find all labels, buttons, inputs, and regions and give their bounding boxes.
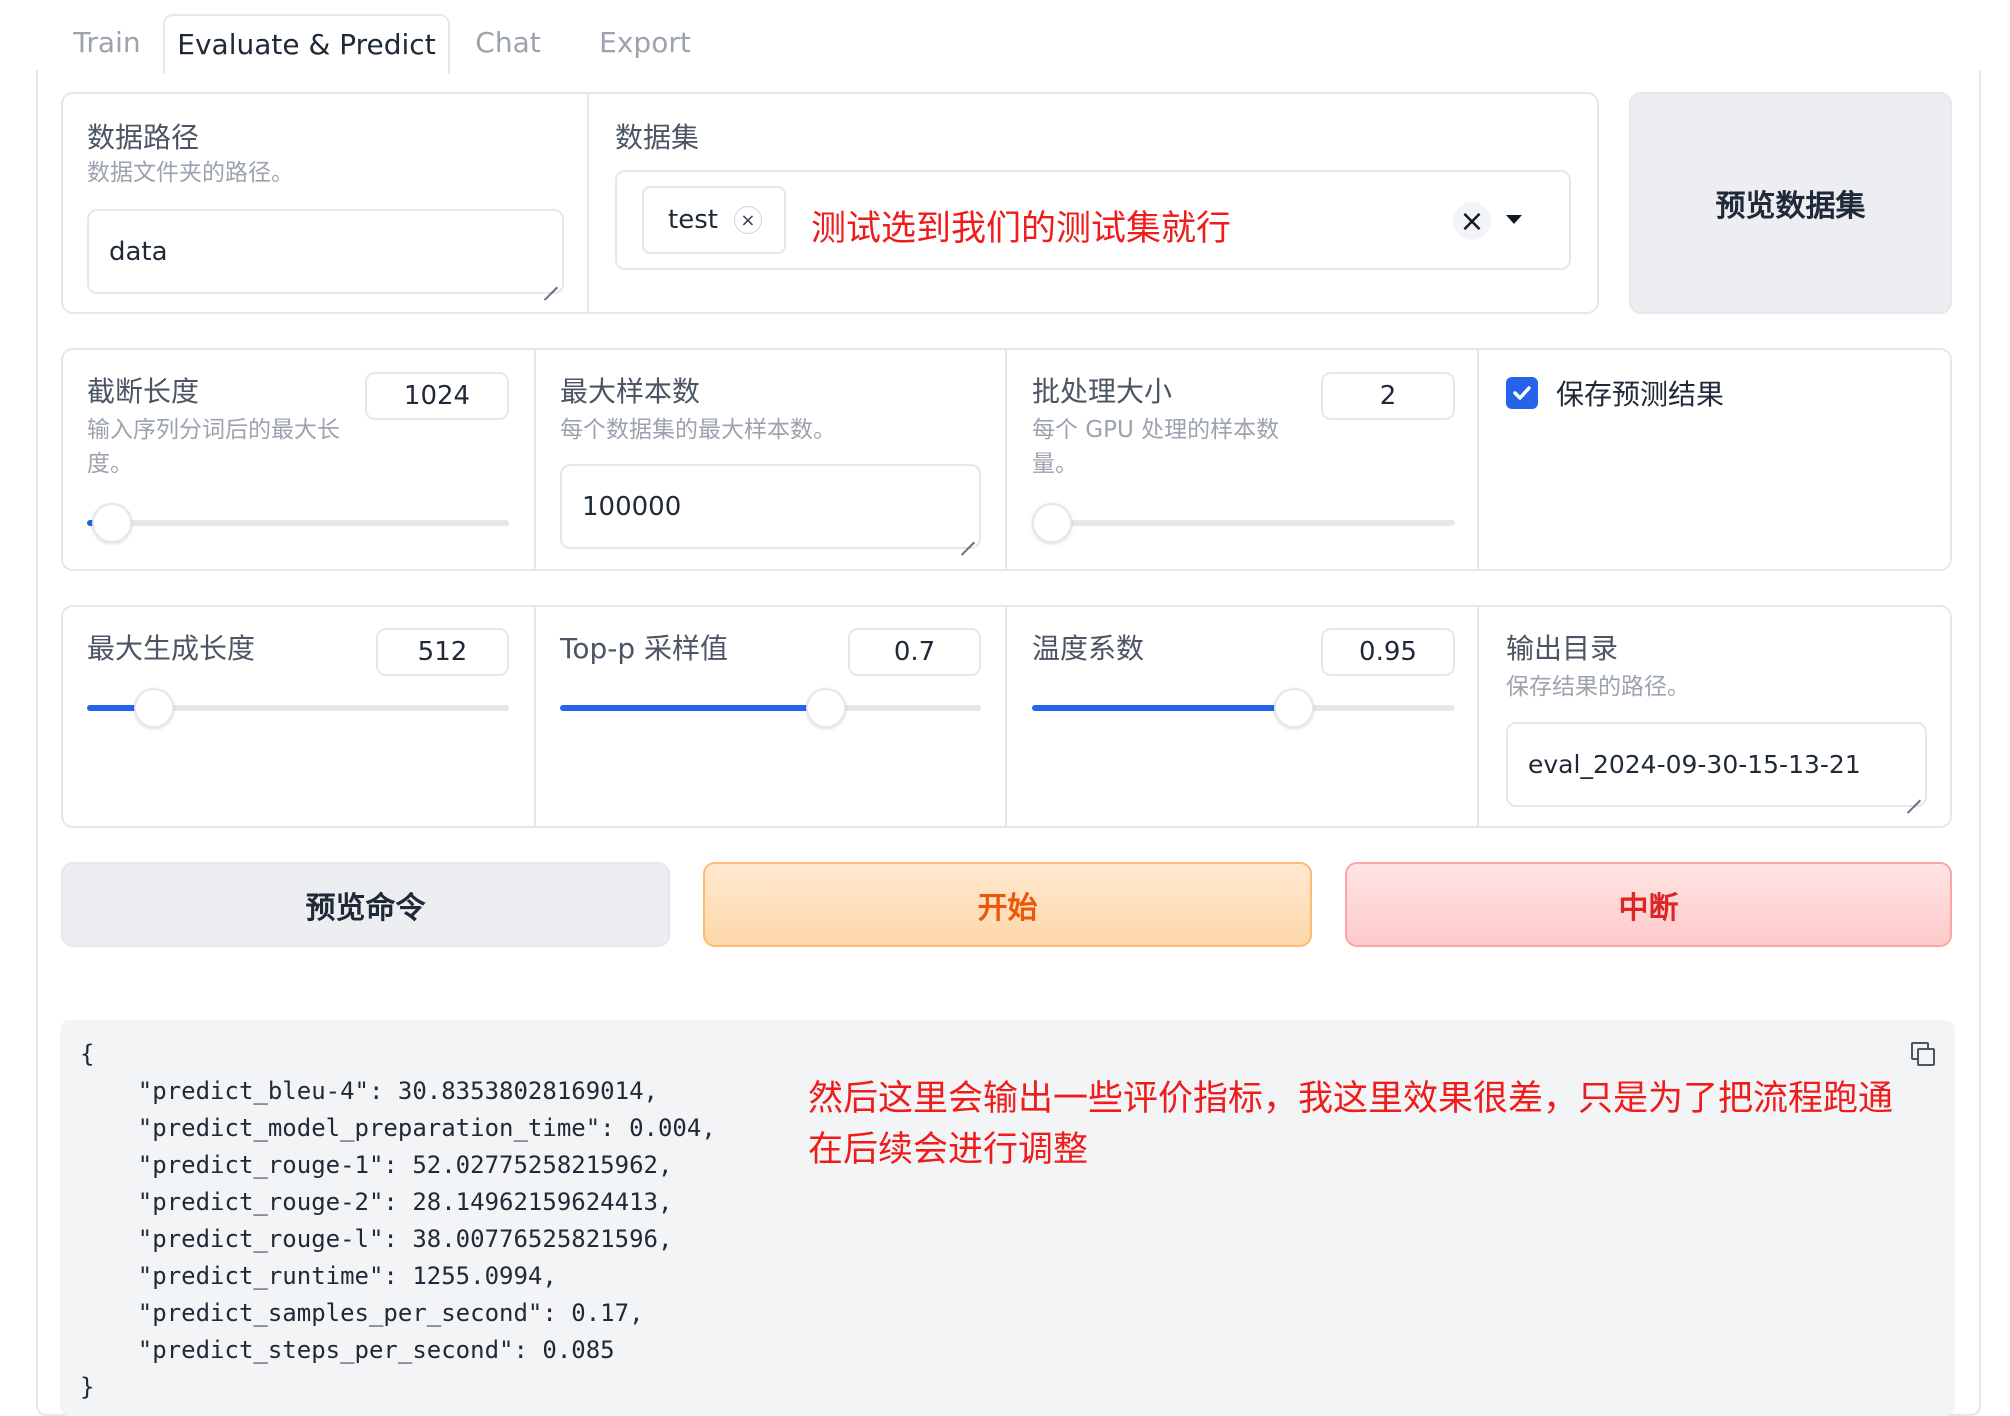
- predict-checkbox[interactable]: [1506, 377, 1538, 409]
- batch-size-slider[interactable]: [1032, 503, 1455, 543]
- max-samples-label: 最大样本数: [560, 375, 701, 408]
- cutoff-len-number[interactable]: 1024: [365, 372, 509, 420]
- slider-thumb[interactable]: [134, 688, 174, 728]
- resize-handle-icon[interactable]: [544, 274, 558, 288]
- temperature-number[interactable]: 0.95: [1321, 628, 1455, 676]
- output-line: {: [80, 1040, 95, 1068]
- slider-fill: [1032, 705, 1294, 711]
- chip-remove-icon[interactable]: ×: [733, 206, 762, 234]
- batch-size-info-1: 每个 GPU 处理的样本数: [1032, 417, 1280, 443]
- max-new-tokens-slider[interactable]: [87, 688, 509, 728]
- batch-size-info-2: 量。: [1032, 451, 1078, 477]
- tab-evaluate-predict[interactable]: Evaluate & Predict: [163, 14, 450, 74]
- divider: [1005, 607, 1007, 826]
- output-line: "predict_samples_per_second": 0.17,: [80, 1299, 644, 1327]
- batch-size-label: 批处理大小: [1032, 375, 1173, 408]
- output-annotation-1: 然后这里会输出一些评价指标，我这里效果很差，只是为了把流程跑通: [808, 1079, 1894, 1119]
- output-line: "predict_rouge-2": 28.14962159624413,: [80, 1188, 673, 1216]
- output-line: "predict_model_preparation_time": 0.004,: [80, 1114, 716, 1142]
- slider-thumb[interactable]: [1032, 503, 1072, 543]
- tab-export[interactable]: Export: [599, 26, 691, 59]
- top-p-label: Top-p 采样值: [560, 632, 729, 665]
- slider-thumb[interactable]: [1274, 688, 1314, 728]
- slider-thumb[interactable]: [92, 503, 132, 543]
- slider-thumb[interactable]: [806, 688, 846, 728]
- tab-train[interactable]: Train: [73, 26, 141, 59]
- output-line: "predict_rouge-1": 52.02775258215962,: [80, 1151, 673, 1179]
- output-line: "predict_rouge-l": 38.00776525821596,: [80, 1225, 673, 1253]
- data-path-value: data: [109, 236, 168, 267]
- output-line: "predict_bleu-4": 30.83538028169014,: [80, 1077, 658, 1105]
- start-button[interactable]: 开始: [703, 862, 1312, 947]
- max-new-tokens-number[interactable]: 512: [376, 628, 509, 676]
- batch-size-number[interactable]: 2: [1321, 372, 1455, 420]
- top-p-number[interactable]: 0.7: [848, 628, 981, 676]
- copy-icon[interactable]: [1911, 1042, 1935, 1066]
- divider: [587, 94, 589, 312]
- divider: [1477, 350, 1479, 569]
- output-line: }: [80, 1373, 95, 1401]
- dataset-chip: test ×: [642, 186, 786, 254]
- max-samples-value: 100000: [582, 491, 682, 522]
- top-p-slider[interactable]: [560, 688, 981, 728]
- dataset-label: 数据集: [615, 121, 700, 154]
- data-path-info: 数据文件夹的路径。: [87, 160, 294, 186]
- divider: [534, 350, 536, 569]
- output-dir-info: 保存结果的路径。: [1506, 674, 1690, 700]
- abort-button[interactable]: 中断: [1345, 862, 1952, 947]
- temperature-label: 温度系数: [1032, 632, 1145, 665]
- divider: [1477, 607, 1479, 826]
- slider-fill: [560, 705, 826, 711]
- cutoff-len-info-1: 输入序列分词后的最大长: [87, 417, 340, 443]
- output-line: "predict_runtime": 1255.0994,: [80, 1262, 557, 1290]
- dataset-annotation: 测试选到我们的测试集就行: [811, 209, 1232, 249]
- slider-fill: [87, 520, 95, 526]
- output-line: "predict_steps_per_second": 0.085: [80, 1336, 615, 1364]
- slider-fill: [87, 705, 154, 711]
- divider: [1005, 350, 1007, 569]
- output-dir-value: eval_2024-09-30-15-13-21: [1528, 750, 1861, 779]
- cutoff-len-slider[interactable]: [87, 503, 509, 543]
- data-path-input[interactable]: data: [87, 209, 564, 294]
- data-path-label: 数据路径: [87, 121, 200, 154]
- dataset-dropdown[interactable]: test × ×: [615, 170, 1571, 270]
- output-box: { "predict_bleu-4": 30.83538028169014, "…: [60, 1020, 1955, 1416]
- resize-handle-icon[interactable]: [961, 529, 975, 543]
- max-samples-input[interactable]: 100000: [560, 464, 981, 549]
- preview-dataset-button[interactable]: 预览数据集: [1629, 92, 1952, 314]
- dataset-chip-label: test: [668, 205, 718, 235]
- max-samples-info: 每个数据集的最大样本数。: [560, 417, 836, 443]
- output-dir-label: 输出目录: [1506, 632, 1619, 665]
- predict-checkbox-label: 保存预测结果: [1556, 378, 1725, 411]
- chevron-down-icon[interactable]: [1506, 215, 1522, 224]
- max-new-tokens-label: 最大生成长度: [87, 632, 256, 665]
- clear-selection-icon[interactable]: ×: [1453, 202, 1491, 240]
- cutoff-len-label: 截断长度: [87, 375, 200, 408]
- tab-chat[interactable]: Chat: [475, 26, 541, 59]
- output-dir-input[interactable]: eval_2024-09-30-15-13-21: [1506, 722, 1927, 807]
- resize-handle-icon[interactable]: [1907, 787, 1921, 801]
- cutoff-len-info-2: 度。: [87, 451, 133, 477]
- checkmark-icon: [1513, 386, 1531, 400]
- preview-command-button[interactable]: 预览命令: [61, 862, 670, 947]
- output-annotation-2: 在后续会进行调整: [808, 1130, 1089, 1170]
- divider: [534, 607, 536, 826]
- temperature-slider[interactable]: [1032, 688, 1455, 728]
